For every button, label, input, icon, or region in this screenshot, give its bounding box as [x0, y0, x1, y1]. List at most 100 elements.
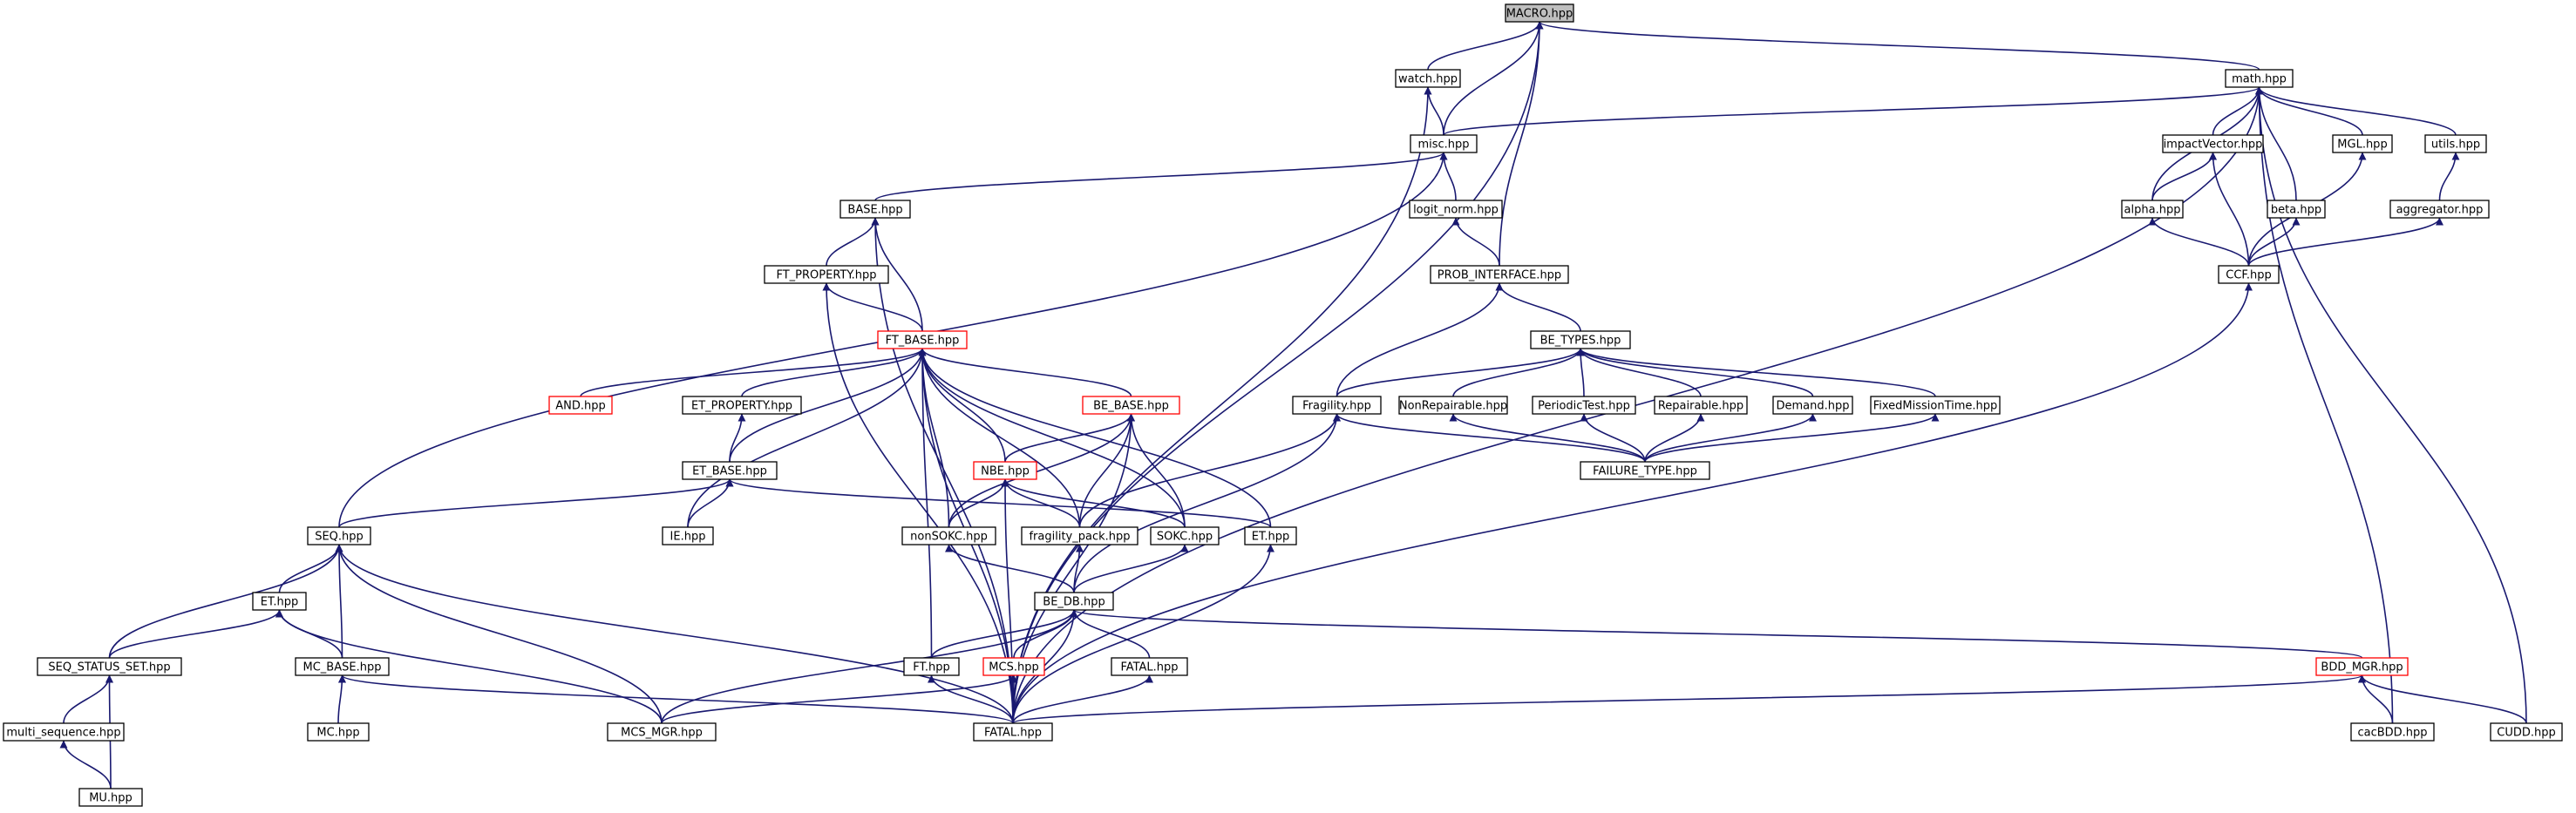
node-box[interactable] — [2225, 69, 2294, 88]
node-etbase[interactable]: ET_BASE.hpp — [682, 461, 778, 480]
node-base[interactable]: BASE.hpp — [839, 200, 911, 219]
node-eth[interactable]: ET.hpp — [252, 592, 307, 611]
node-box[interactable] — [1150, 526, 1220, 545]
node-box[interactable] — [78, 788, 143, 807]
node-box[interactable] — [1082, 396, 1180, 415]
node-box[interactable] — [1395, 69, 1461, 88]
node-box[interactable] — [1409, 200, 1503, 219]
node-box[interactable] — [548, 396, 613, 415]
node-box[interactable] — [2389, 200, 2490, 219]
node-multiseq[interactable]: multi_sequence.hpp — [3, 722, 125, 742]
node-box[interactable] — [252, 592, 307, 611]
node-box[interactable] — [1580, 461, 1710, 480]
node-watch[interactable]: watch.hpp — [1395, 69, 1461, 88]
node-logit[interactable]: logit_norm.hpp — [1409, 200, 1503, 219]
node-box[interactable] — [1244, 526, 1297, 545]
node-box[interactable] — [1654, 396, 1748, 415]
node-box[interactable] — [1430, 265, 1569, 284]
node-et[interactable]: ET.hpp — [1244, 526, 1297, 545]
node-box[interactable] — [1021, 526, 1138, 545]
node-box[interactable] — [1111, 657, 1188, 676]
node-box[interactable] — [1532, 396, 1636, 415]
node-seqstat[interactable]: SEQ_STATUS_SET.hpp — [37, 657, 182, 676]
node-box[interactable] — [903, 657, 960, 676]
node-etprop[interactable]: ET_PROPERTY.hpp — [682, 396, 802, 415]
node-fragpack[interactable]: fragility_pack.hpp — [1021, 526, 1138, 545]
node-ccf[interactable]: CCF.hpp — [2218, 265, 2280, 284]
node-box[interactable] — [295, 657, 390, 676]
node-box[interactable] — [1530, 330, 1631, 349]
node-impact[interactable]: impactVector.hpp — [2162, 134, 2264, 153]
node-ftbase[interactable]: FT_BASE.hpp — [877, 330, 968, 349]
node-box[interactable] — [3, 722, 125, 742]
node-aggr[interactable]: aggregator.hpp — [2389, 200, 2490, 219]
node-cacbdd[interactable]: cacBDD.hpp — [2350, 722, 2435, 742]
node-box[interactable] — [973, 461, 1037, 480]
node-box[interactable] — [662, 526, 714, 545]
node-probint[interactable]: PROB_INTERFACE.hpp — [1430, 265, 1569, 284]
node-box[interactable] — [2218, 265, 2280, 284]
node-box[interactable] — [2424, 134, 2487, 153]
node-bedb[interactable]: BE_DB.hpp — [1034, 592, 1114, 611]
node-utils[interactable]: utils.hpp — [2424, 134, 2487, 153]
node-box[interactable] — [682, 461, 778, 480]
node-and[interactable]: AND.hpp — [548, 396, 613, 415]
node-box[interactable] — [607, 722, 717, 742]
node-box[interactable] — [1870, 396, 2001, 415]
node-box[interactable] — [682, 396, 802, 415]
node-box[interactable] — [2490, 722, 2563, 742]
node-bebase[interactable]: BE_BASE.hpp — [1082, 396, 1180, 415]
node-mc[interactable]: MC.hpp — [307, 722, 370, 742]
node-box[interactable] — [2332, 134, 2393, 153]
node-bddmgr[interactable]: BDD_MGR.hpp — [2315, 657, 2409, 676]
node-nonsokc[interactable]: nonSOKC.hpp — [901, 526, 996, 545]
node-nbe[interactable]: NBE.hpp — [973, 461, 1037, 480]
node-box[interactable] — [901, 526, 996, 545]
node-fragility[interactable]: Fragility.hpp — [1292, 396, 1382, 415]
node-box[interactable] — [307, 722, 370, 742]
node-cudd[interactable]: CUDD.hpp — [2490, 722, 2563, 742]
node-betypes[interactable]: BE_TYPES.hpp — [1530, 330, 1631, 349]
node-fatalh[interactable]: FATAL.hpp — [1111, 657, 1188, 676]
node-mcsmgr[interactable]: MCS_MGR.hpp — [607, 722, 717, 742]
node-beta[interactable]: beta.hpp — [2267, 200, 2326, 219]
node-mcbase[interactable]: MC_BASE.hpp — [295, 657, 390, 676]
node-fatal[interactable]: FATAL.hpp — [973, 722, 1053, 742]
node-seq[interactable]: SEQ.hpp — [307, 526, 371, 545]
node-box[interactable] — [982, 657, 1045, 676]
node-box[interactable] — [1772, 396, 1853, 415]
node-periodic[interactable]: PeriodicTest.hpp — [1532, 396, 1636, 415]
node-failtype[interactable]: FAILURE_TYPE.hpp — [1580, 461, 1710, 480]
node-demand[interactable]: Demand.hpp — [1772, 396, 1853, 415]
node-math[interactable]: math.hpp — [2225, 69, 2294, 88]
node-macro[interactable]: MACRO.hpp — [1505, 3, 1574, 23]
node-ftprop[interactable]: FT_PROPERTY.hpp — [764, 265, 889, 284]
node-mcs[interactable]: MCS.hpp — [982, 657, 1045, 676]
node-box[interactable] — [1410, 134, 1478, 153]
node-nonrep[interactable]: NonRepairable.hpp — [1398, 396, 1508, 415]
node-box[interactable] — [1292, 396, 1382, 415]
node-box[interactable] — [2267, 200, 2326, 219]
node-ft[interactable]: FT.hpp — [903, 657, 960, 676]
node-box[interactable] — [2315, 657, 2409, 676]
node-mgl[interactable]: MGL.hpp — [2332, 134, 2393, 153]
node-box[interactable] — [307, 526, 371, 545]
node-box[interactable] — [764, 265, 889, 284]
node-box[interactable] — [2121, 200, 2184, 219]
node-box[interactable] — [973, 722, 1053, 742]
node-box[interactable] — [1398, 396, 1508, 415]
node-ie[interactable]: IE.hpp — [662, 526, 714, 545]
node-box[interactable] — [2350, 722, 2435, 742]
node-mu[interactable]: MU.hpp — [78, 788, 143, 807]
node-misc[interactable]: misc.hpp — [1410, 134, 1478, 153]
node-box[interactable] — [839, 200, 911, 219]
node-box[interactable] — [877, 330, 968, 349]
node-sokc[interactable]: SOKC.hpp — [1150, 526, 1220, 545]
node-box[interactable] — [1034, 592, 1114, 611]
node-alpha[interactable]: alpha.hpp — [2121, 200, 2184, 219]
node-box[interactable] — [37, 657, 182, 676]
node-box[interactable] — [2162, 134, 2264, 153]
node-fixedmt[interactable]: FixedMissionTime.hpp — [1870, 396, 2001, 415]
node-repairable[interactable]: Repairable.hpp — [1654, 396, 1748, 415]
node-box[interactable] — [1505, 3, 1574, 23]
